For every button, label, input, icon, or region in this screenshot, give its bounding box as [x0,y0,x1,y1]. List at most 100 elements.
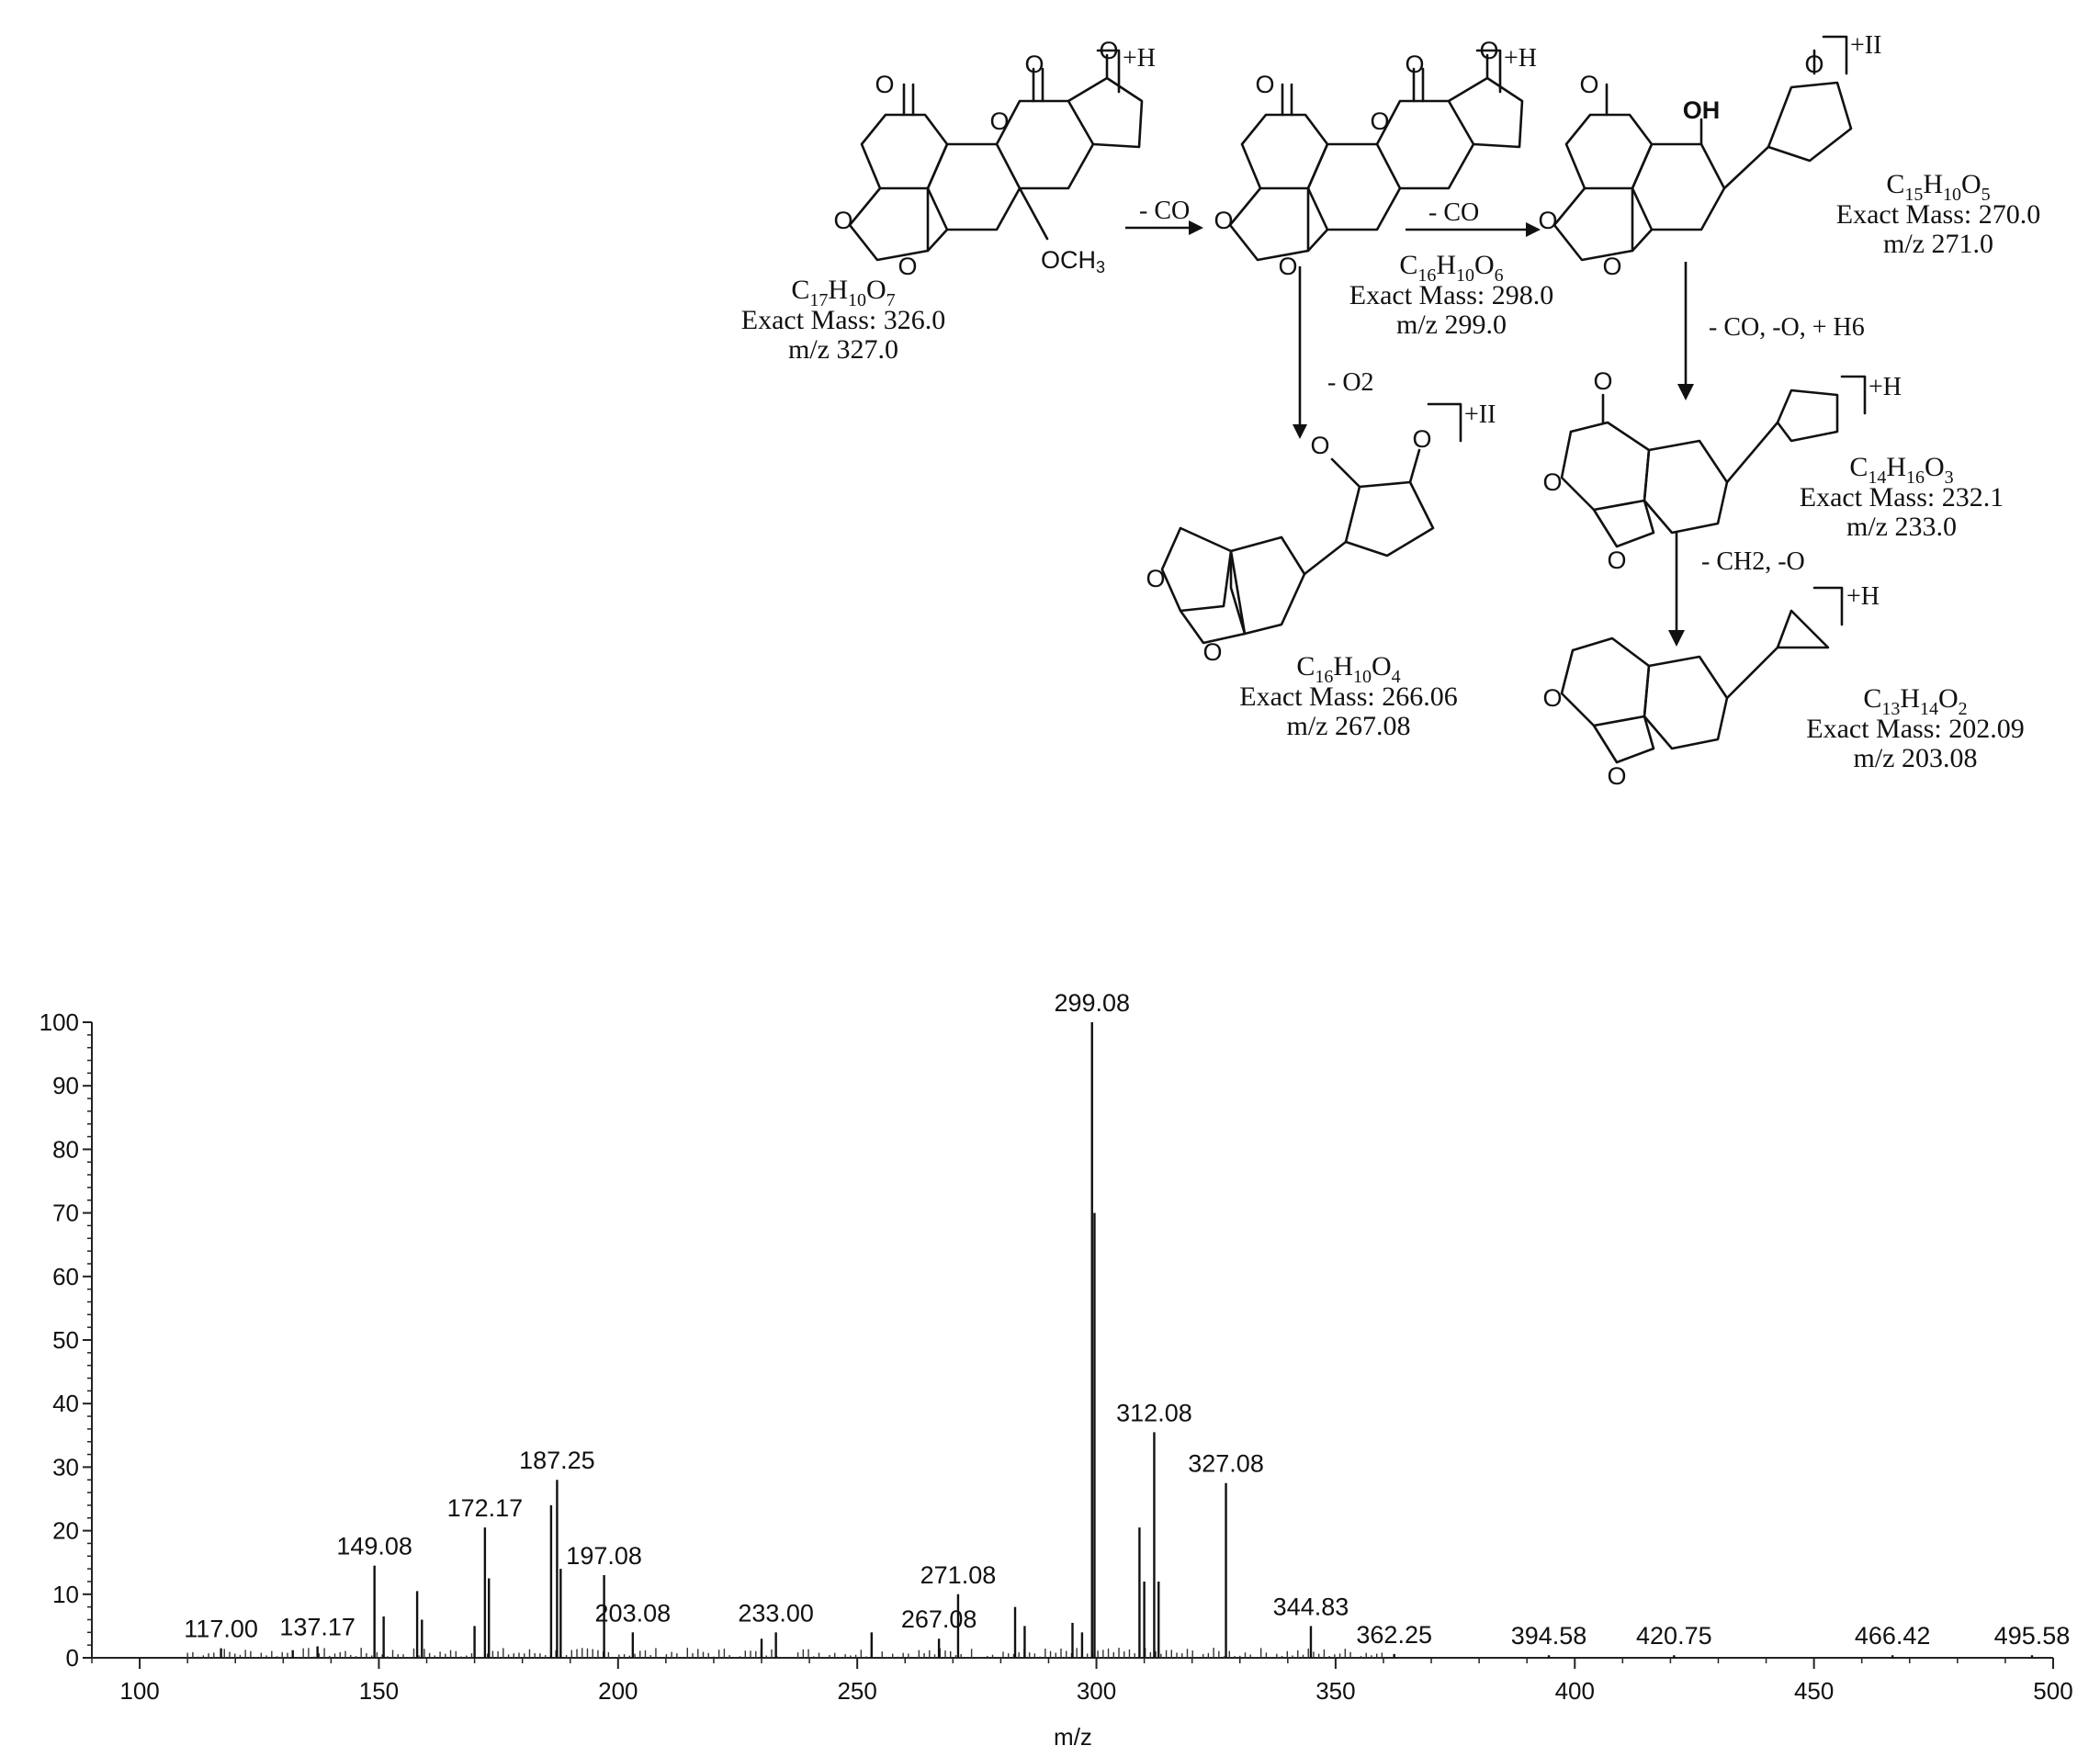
peak-label: 394.58 [1511,1622,1587,1650]
formula-5: C14H16O3 [1849,452,1953,488]
structure-6: O O +H [1542,582,1880,790]
y-tick-label: 30 [52,1453,79,1481]
y-tick-label: 100 [40,1008,79,1036]
atom-och3: OCH3 [1041,246,1105,276]
mz-2: m/z 299.0 [1396,310,1507,340]
structure-5: O O O +H [1542,367,1902,574]
peak-label: 233.00 [738,1599,814,1627]
mz-4: m/z 267.08 [1287,711,1411,741]
atom-o: O [1412,425,1431,453]
exact-mass-3: Exact Mass: 270.0 [1836,199,2040,230]
mz-1: m/z 327.0 [788,334,898,365]
peak-label: 495.58 [1994,1622,2071,1650]
atom-o: O [1593,367,1612,395]
mz-6: m/z 203.08 [1854,743,1978,773]
atom-o: O [898,253,917,280]
atom-o: O [1405,51,1424,78]
exact-mass-4: Exact Mass: 266.06 [1239,681,1457,712]
step-label: - CO, -O, + H6 [1709,313,1865,342]
structure-1: O O O O O O OCH3 +H [833,37,1156,280]
x-tick-label: 250 [837,1677,876,1705]
x-tick-label: 200 [598,1677,638,1705]
exact-mass-6: Exact Mass: 202.09 [1806,714,2024,744]
y-tick-label: 60 [52,1263,79,1290]
mz-3: m/z 271.0 [1883,229,1993,259]
structure-3: O OH O O O +II [1538,31,1881,280]
atom-o: O [1538,207,1557,234]
atom-o: O [1024,51,1044,78]
structure-2: O O O O O O +H [1214,37,1537,280]
step-label: - O2 [1327,368,1374,397]
exact-mass-1: Exact Mass: 326.0 [741,305,945,335]
step-label: - CO [1139,197,1190,225]
y-tick-label: 0 [66,1644,79,1672]
formula-4: C16H10O4 [1296,651,1400,687]
atom-o: O [1310,432,1329,459]
x-tick-label: 100 [119,1677,159,1705]
peak-label: 137.17 [279,1614,356,1641]
x-tick-label: 450 [1794,1677,1834,1705]
atom-o: O [1255,71,1274,98]
atom-oh: OH [1683,96,1721,124]
peak-label: 267.08 [901,1605,977,1633]
formula-6: C13H14O2 [1863,683,1967,719]
y-tick-label: 90 [52,1072,79,1099]
peak-label: 172.17 [447,1494,524,1522]
y-tick-label: 80 [52,1135,79,1163]
charge-label: +II [1464,400,1496,429]
charge-label: +H [1869,373,1902,401]
atom-o: O [1202,638,1222,666]
charge-label: +H [1504,44,1537,73]
atom-o: O [1579,71,1598,98]
atom-o: O [1370,107,1389,135]
y-tick-label: 40 [52,1390,79,1417]
peak-label: 466.42 [1855,1622,1931,1650]
atom-o: O [1607,762,1626,790]
atom-o: O [1602,253,1621,280]
peak-label: 187.25 [519,1447,595,1474]
step-label: - CO [1428,198,1479,227]
step-label: - CH2, -O [1701,547,1805,576]
chart-axes: 0 10 20 30 40 50 60 70 80 90 100 100 150 200 250 300 350… [40,1008,2073,1705]
atom-o: O [1542,684,1562,712]
y-tick-label: 70 [52,1199,79,1227]
peak-label: 117.00 [184,1616,258,1643]
y-tick-label: 10 [52,1581,79,1608]
atom-o: O [1607,546,1626,574]
peak-label: 299.08 [1054,989,1130,1017]
y-tick-label: 20 [52,1517,79,1545]
atom-o: O [1804,51,1823,78]
peak-label: 327.08 [1188,1450,1264,1478]
atom-o: O [833,207,852,234]
atom-o: O [1542,468,1562,496]
y-tick-label: 50 [52,1326,79,1354]
x-tick-label: 350 [1315,1677,1355,1705]
baseline-noise [186,1648,1383,1658]
charge-label: +H [1846,582,1880,611]
atom-o: O [1278,253,1297,280]
atom-o: O [875,71,894,98]
mz-5: m/z 233.0 [1846,512,1957,542]
peak-label: 362.25 [1356,1621,1432,1649]
x-tick-label: 400 [1555,1677,1595,1705]
peak-label: 203.08 [595,1599,672,1627]
peak-label: 149.08 [336,1533,412,1560]
exact-mass-5: Exact Mass: 232.1 [1800,482,2004,512]
charge-label: +H [1123,44,1156,73]
x-tick-label: 150 [359,1677,399,1705]
formula-2: C16H10O6 [1399,250,1503,286]
x-axis-label: m/z [1054,1723,1092,1751]
structure-4: O O O O +II [1146,400,1496,666]
exact-mass-2: Exact Mass: 298.0 [1349,280,1553,310]
peak-label: 271.08 [920,1561,997,1589]
peak-label: 420.75 [1636,1622,1712,1650]
fragmentation-scheme: O O O O O O OCH3 +H C17H10O7 Exact Mass:… [741,31,2040,790]
formula-1: C17H10O7 [791,275,895,310]
atom-o: O [1214,207,1233,234]
x-tick-label: 300 [1077,1677,1116,1705]
atom-o: O [989,107,1009,135]
atom-o: O [1146,565,1165,592]
peak-label: 312.08 [1116,1399,1192,1426]
